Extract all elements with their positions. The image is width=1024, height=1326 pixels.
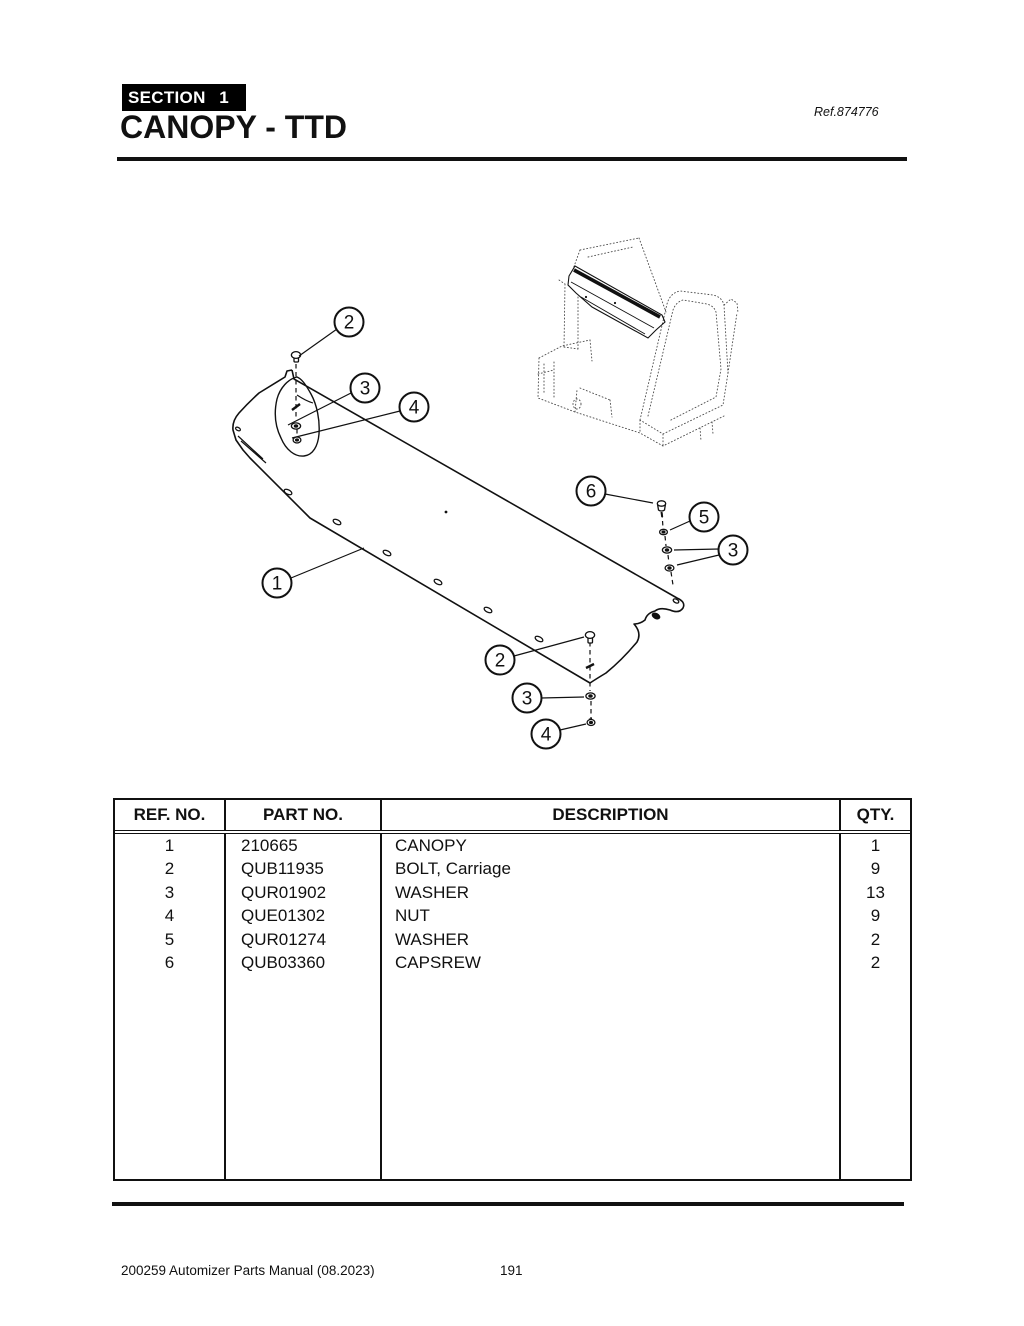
table-cell-part: 210665 (226, 834, 382, 858)
svg-text:1: 1 (272, 574, 283, 595)
callout-3-top: 3 (349, 372, 381, 404)
canopy-panel-outline (232, 369, 685, 684)
table-cell-ref: 1 (115, 834, 226, 858)
callout-6: 6 (575, 475, 607, 507)
table-cell-part: QUB11935 (226, 857, 382, 881)
table-cell-qty: 1 (870, 835, 881, 855)
table-cell-ref: 5 (115, 928, 226, 952)
table-cell-ref: 2 (115, 857, 226, 881)
header-rule (117, 157, 907, 161)
table-cell-part: QUE01302 (226, 904, 382, 928)
section-number: 1 (219, 87, 229, 107)
callout-2-bottom: 2 (484, 644, 516, 676)
callout-1: 1 (261, 567, 293, 599)
callout-4-bottom: 4 (530, 718, 562, 750)
column-header-qty: QTY. (856, 805, 895, 824)
svg-text:3: 3 (360, 379, 371, 400)
table-cell-desc: WASHER (382, 928, 841, 952)
table-cell-desc: BOLT, Carriage (382, 857, 841, 881)
callout-leader-lines (287, 328, 720, 731)
capscrew-right (656, 500, 667, 518)
svg-text:5: 5 (699, 508, 710, 529)
svg-text:2: 2 (344, 313, 355, 334)
parts-table-filler (115, 975, 910, 1179)
table-cell-qty: 13 (866, 882, 885, 902)
table-cell-part: QUR01274 (226, 928, 382, 952)
svg-text:3: 3 (522, 689, 533, 710)
washer-bottom (585, 692, 596, 700)
svg-text:2: 2 (495, 651, 506, 672)
machine-thumbnail-sketch (537, 237, 739, 447)
mounting-bracket (274, 376, 320, 457)
washer-right-b (664, 564, 675, 572)
washer-5 (658, 528, 669, 536)
table-cell-qty: 2 (870, 953, 881, 973)
callout-balloons: 2 3 4 1 6 5 3 2 3 4 (261, 306, 749, 750)
svg-text:6: 6 (586, 482, 597, 503)
callout-3-bottom: 3 (511, 682, 543, 714)
reference-number: Ref.874776 (814, 105, 879, 119)
callout-5: 5 (688, 501, 720, 533)
footer-manual-title: 200259 Automizer Parts Manual (08.2023) (121, 1263, 375, 1278)
section-label: SECTION (128, 87, 206, 107)
machine-canopy-highlight (567, 265, 666, 339)
parts-table-header: REF. NO. PART NO. DESCRIPTION QTY. (115, 800, 910, 834)
table-cell-desc: NUT (382, 904, 841, 928)
nut-bottom (586, 717, 596, 727)
table-cell-qty: 9 (870, 859, 881, 879)
svg-text:4: 4 (409, 398, 420, 419)
washer-right-a (661, 546, 673, 554)
hardware-glyphs (290, 350, 675, 727)
carriage-bolt-top (290, 350, 302, 363)
panel-holes (234, 426, 680, 643)
table-cell-desc: CANOPY (382, 834, 841, 858)
column-header-part: PART NO. (226, 800, 382, 830)
table-cell-ref: 6 (115, 951, 226, 975)
callout-2-top: 2 (333, 306, 365, 338)
washer-top (290, 422, 302, 430)
page-title: CANOPY - TTD (120, 109, 347, 145)
hidden-hole-ticks (291, 403, 595, 670)
footer-page-number: 191 (500, 1263, 523, 1278)
exploded-diagram: 2 3 4 1 6 5 3 2 3 4 (232, 237, 749, 750)
svg-text:3: 3 (728, 541, 739, 562)
section-badge: SECTION 1 (122, 84, 246, 111)
table-cell-ref: 4 (115, 904, 226, 928)
svg-text:4: 4 (541, 725, 552, 746)
table-cell-part: QUB03360 (226, 951, 382, 975)
column-header-ref: REF. NO. (115, 800, 226, 830)
callout-4-top: 4 (398, 391, 430, 423)
table-cell-desc: CAPSREW (382, 951, 841, 975)
table-cell-ref: 3 (115, 881, 226, 905)
table-cell-qty: 2 (870, 929, 881, 949)
column-header-desc: DESCRIPTION (382, 800, 841, 830)
callout-3-right: 3 (717, 534, 749, 566)
table-cell-part: QUR01902 (226, 881, 382, 905)
carriage-bolt-bottom (584, 630, 596, 644)
table-cell-qty: 9 (870, 906, 881, 926)
footer-rule (112, 1202, 904, 1206)
table-cell-desc: WASHER (382, 881, 841, 905)
